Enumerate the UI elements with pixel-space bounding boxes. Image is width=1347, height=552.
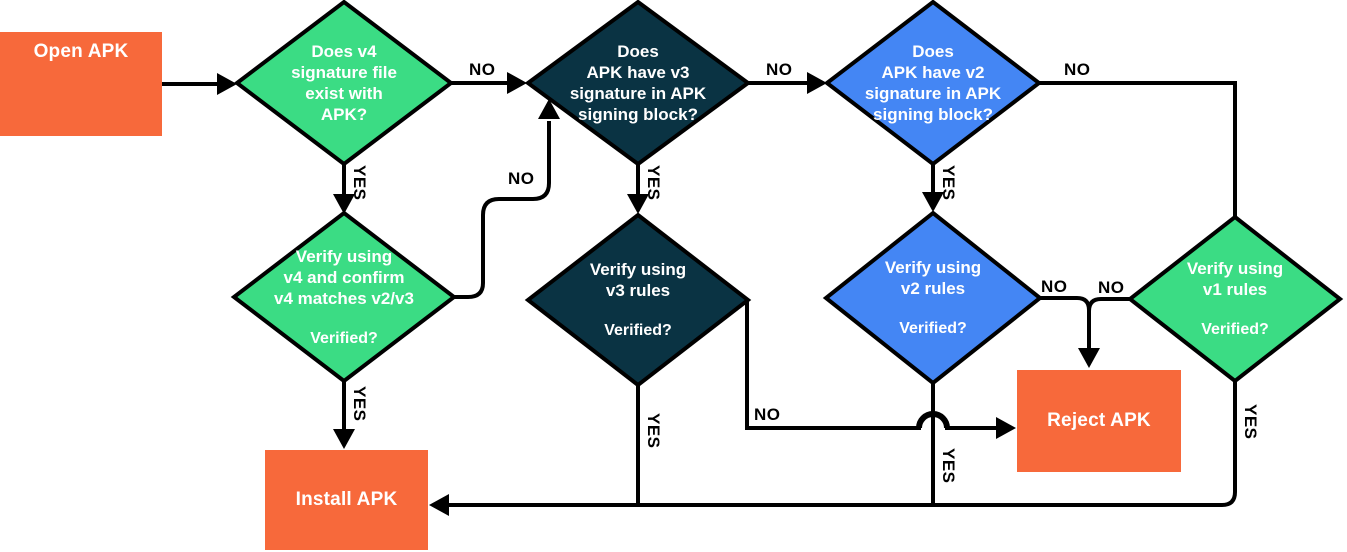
arrowhead-loop-into-qv3 [538,99,560,119]
node-qv3-diamond [524,0,752,167]
arrowhead-into-install-top [333,429,355,449]
node-qv4-diamond [233,0,455,167]
terminal-boxes [0,32,1181,550]
arrowhead-into-install-right [429,494,449,516]
line-hop-bridge [916,411,950,429]
arrowhead-into-verifyv2 [922,192,944,212]
edge-verifyv1-yes-and-trunk-to-install [449,381,1237,507]
edge-verifyv2-no-to-reject [1039,296,1091,350]
arrowhead-into-verifyv3 [627,194,649,214]
edge-lines [162,81,1237,507]
node-verifyv1-diamond [1126,214,1344,384]
node-reject-apk-box [1017,370,1181,472]
arrowhead-into-verifyv4 [333,194,355,214]
arrowhead-into-qv4 [217,73,237,95]
arrowheads [217,72,1100,516]
edge-qv2-no-to-verifyv1 [1039,81,1237,217]
arrowhead-into-reject-top [1078,348,1100,368]
node-verifyv3-diamond [524,212,752,388]
node-verifyv4-diamond [230,210,458,384]
arrowhead-into-qv2 [807,72,827,94]
edge-verifyv1-no-to-reject [1087,297,1130,312]
node-open-apk-box [0,32,162,136]
arrowhead-into-reject-left [996,417,1016,439]
decision-diamonds [230,0,1344,388]
node-verifyv2-diamond [822,210,1044,386]
edge-verifyv4-no-to-qv3 [454,121,551,299]
arrowhead-into-qv3 [507,72,527,94]
node-install-apk-box [265,450,428,550]
node-qv2-diamond [823,0,1043,167]
